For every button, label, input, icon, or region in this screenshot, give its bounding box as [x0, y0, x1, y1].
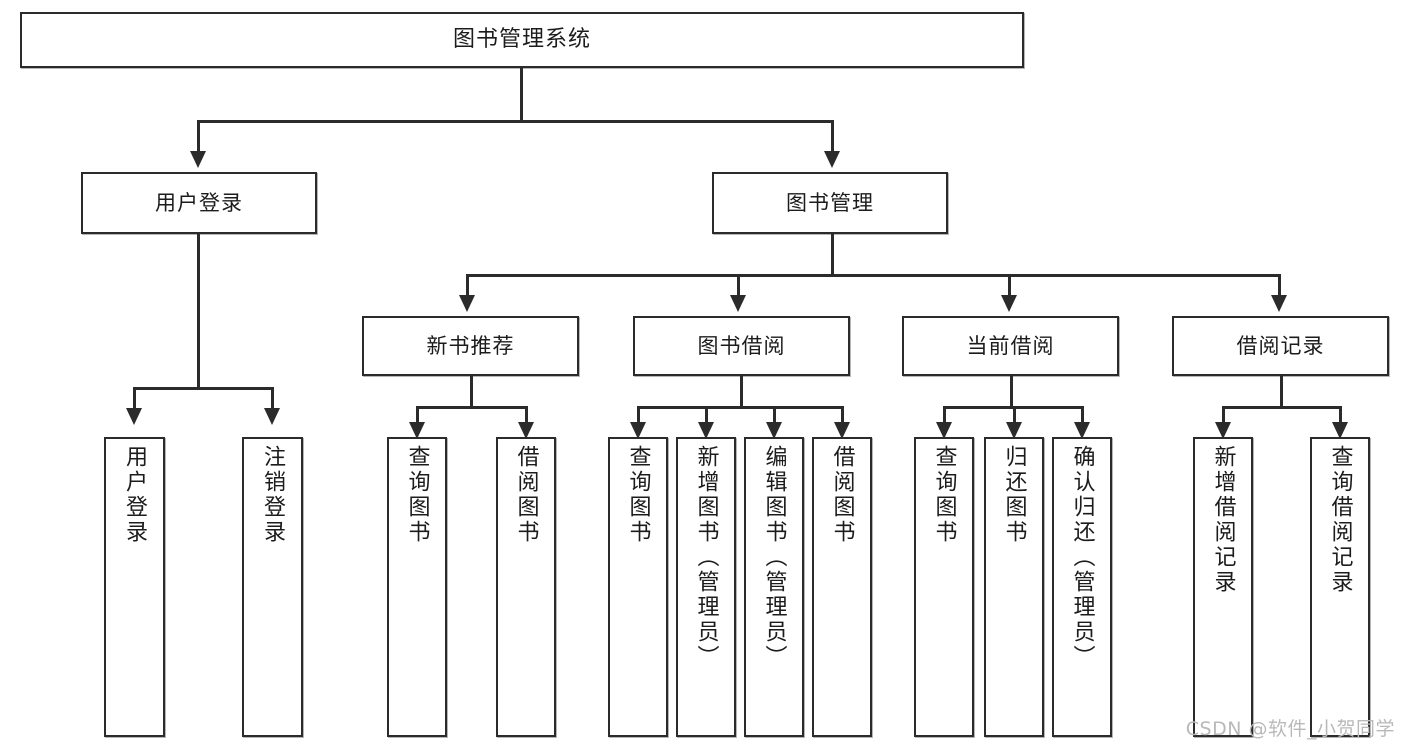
connector-borrow-leaf-4 — [841, 406, 844, 424]
arrow-down-icon — [1332, 422, 1348, 439]
node-label: 借阅记录 — [1236, 333, 1325, 358]
connector-login-down — [197, 234, 200, 389]
leaf-edit-book[interactable]: 编辑图书（管理员） — [744, 437, 804, 737]
arrow-down-icon — [1271, 295, 1287, 312]
arrow-down-icon — [766, 422, 782, 439]
node-label: 借阅图书 — [513, 445, 539, 545]
node-book-management[interactable]: 图书管理 — [712, 172, 948, 234]
connector-borrow-leaf-2 — [705, 406, 708, 424]
connector-records-bus — [1222, 406, 1342, 409]
connector-newbook-down — [470, 376, 473, 408]
connector-newbook-bus — [416, 406, 528, 409]
leaf-return-book[interactable]: 归还图书 — [984, 437, 1044, 737]
connector-bookmgmt-to-records — [1278, 274, 1281, 296]
node-user-login[interactable]: 用户登录 — [81, 172, 317, 234]
connector-current-leaf-3 — [1081, 406, 1084, 424]
arrow-down-icon — [126, 408, 142, 425]
arrow-down-icon — [824, 151, 840, 168]
arrow-down-icon — [409, 422, 425, 439]
connector-current-leaf-1 — [943, 406, 946, 424]
arrow-down-icon — [1006, 422, 1022, 439]
node-label: 用户登录 — [155, 190, 243, 215]
node-label: 图书管理 — [786, 190, 874, 215]
connector-newbook-leaf-1 — [416, 406, 419, 424]
node-current-borrow[interactable]: 当前借阅 — [902, 316, 1119, 376]
leaf-query-record[interactable]: 查询借阅记录 — [1310, 437, 1370, 737]
node-label: 查询图书 — [931, 445, 957, 545]
node-label: 新增图书（管理员） — [693, 445, 719, 670]
connector-borrow-bus — [637, 406, 843, 409]
arrow-down-icon — [834, 422, 850, 439]
arrow-down-icon — [1001, 295, 1017, 312]
arrow-down-icon — [190, 151, 206, 168]
connector-root-bus — [197, 120, 834, 123]
arrow-down-icon — [1074, 422, 1090, 439]
leaf-borrow-book-1[interactable]: 借阅图书 — [496, 437, 556, 737]
leaf-user-login[interactable]: 用户登录 — [104, 437, 165, 737]
node-label: 图书借阅 — [697, 333, 786, 358]
node-label: 确认归还（管理员） — [1069, 445, 1095, 670]
connector-login-bus — [133, 387, 273, 390]
connector-login-leaf-1 — [133, 387, 136, 409]
leaf-query-book-2[interactable]: 查询图书 — [608, 437, 668, 737]
node-label: 用户登录 — [122, 445, 148, 545]
node-label: 新书推荐 — [426, 333, 515, 358]
node-book-borrow[interactable]: 图书借阅 — [633, 316, 850, 376]
arrow-down-icon — [698, 422, 714, 439]
arrow-down-icon — [264, 408, 280, 425]
leaf-borrow-book-2[interactable]: 借阅图书 — [812, 437, 872, 737]
node-label: 查询借阅记录 — [1327, 445, 1353, 595]
arrow-down-icon — [1215, 422, 1231, 439]
connector-records-leaf-2 — [1339, 406, 1342, 424]
connector-root-to-bookmgmt — [831, 120, 834, 152]
connector-bookmgmt-bus — [466, 274, 1280, 277]
connector-root-down — [520, 68, 523, 122]
node-label: 注销登录 — [260, 445, 286, 545]
node-label: 归还图书 — [1001, 445, 1027, 545]
connector-current-bus — [943, 406, 1082, 409]
arrow-down-icon — [630, 422, 646, 439]
connector-bookmgmt-to-borrow — [737, 274, 740, 296]
connector-current-leaf-2 — [1013, 406, 1016, 424]
connector-root-to-login — [197, 120, 200, 152]
connector-newbook-leaf-2 — [525, 406, 528, 424]
node-label: 查询图书 — [404, 445, 430, 545]
node-new-book-recommend[interactable]: 新书推荐 — [362, 316, 579, 376]
connector-bookmgmt-to-current — [1008, 274, 1011, 296]
node-label: 新增借阅记录 — [1210, 445, 1236, 595]
node-label: 编辑图书（管理员） — [761, 445, 787, 670]
leaf-add-book[interactable]: 新增图书（管理员） — [676, 437, 736, 737]
node-label: 当前借阅 — [966, 333, 1055, 358]
node-label: 查询图书 — [625, 445, 651, 545]
connector-login-leaf-2 — [271, 387, 274, 409]
connector-bookmgmt-to-newbook — [466, 274, 469, 296]
connector-borrow-leaf-1 — [637, 406, 640, 424]
arrow-down-icon — [459, 295, 475, 312]
node-label: 图书管理系统 — [452, 27, 591, 53]
node-root-book-management-system[interactable]: 图书管理系统 — [20, 12, 1024, 68]
leaf-add-record[interactable]: 新增借阅记录 — [1193, 437, 1253, 737]
connector-bookmgmt-down — [831, 234, 834, 276]
connector-borrow-down — [740, 376, 743, 408]
node-label: 借阅图书 — [829, 445, 855, 545]
leaf-query-book-3[interactable]: 查询图书 — [914, 437, 974, 737]
arrow-down-icon — [730, 295, 746, 312]
arrow-down-icon — [518, 422, 534, 439]
connector-borrow-leaf-3 — [773, 406, 776, 424]
leaf-user-logout[interactable]: 注销登录 — [242, 437, 303, 737]
watermark: CSDN @软件_小贺同学 — [1185, 718, 1395, 740]
arrow-down-icon — [936, 422, 952, 439]
node-borrow-records[interactable]: 借阅记录 — [1172, 316, 1389, 376]
leaf-confirm-return[interactable]: 确认归还（管理员） — [1052, 437, 1112, 737]
connector-current-down — [1010, 376, 1013, 408]
connector-records-leaf-1 — [1222, 406, 1225, 424]
connector-records-down — [1280, 376, 1283, 408]
leaf-query-book-1[interactable]: 查询图书 — [387, 437, 447, 737]
